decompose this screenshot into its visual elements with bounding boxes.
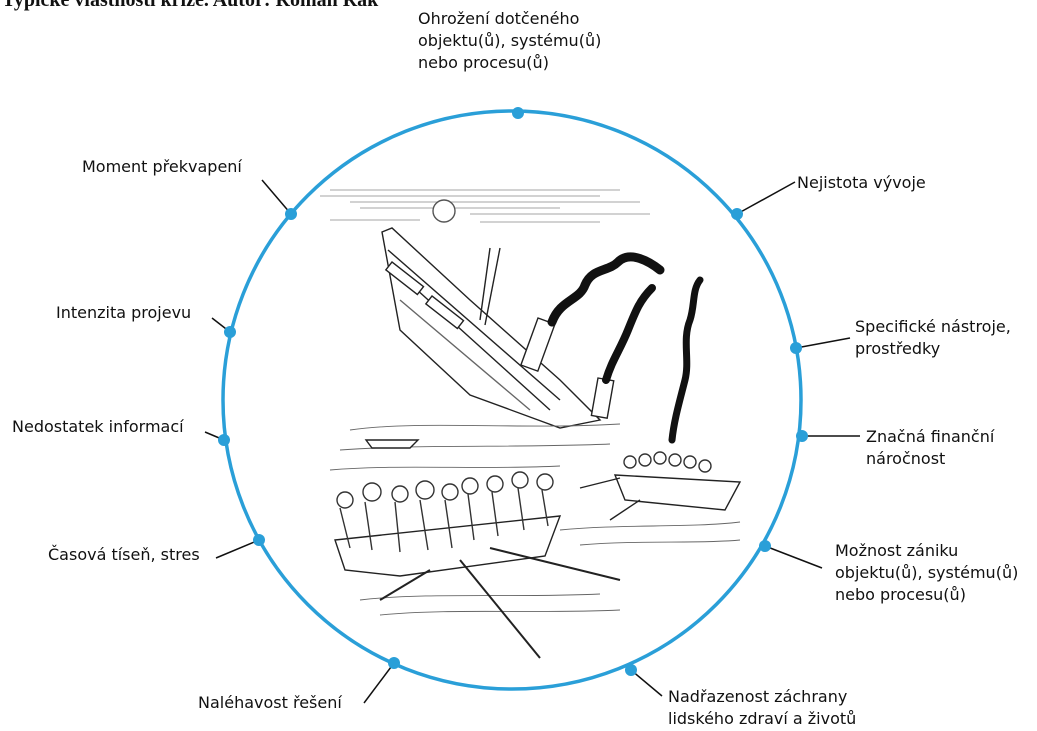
label-finance: Značná finanční náročnost [866,427,995,468]
right-lifeboat [613,474,742,511]
leader-surprise [261,179,292,215]
dot-urgency [388,657,400,669]
dot-intensity [224,326,236,338]
label-rescue: Nadřazenost záchrany lidského zdraví a ž… [668,687,857,728]
leader-demise [764,545,823,569]
leader-rescue [630,669,663,697]
leader-tools [795,337,851,349]
smoke-2 [668,276,704,444]
sky-hatching [320,189,650,223]
label-urgency: Naléhavost řešení [198,693,342,712]
label-info: Nedostatek informací [12,417,184,436]
dot-uncertainty [731,208,743,220]
leader-time [215,539,260,559]
marker-dots [218,107,808,676]
label-uncertainty: Nejistota vývoje [797,173,926,192]
dot-top [512,107,524,119]
crisis-circle [221,109,803,691]
smoke-1 [547,252,665,327]
dot-demise [759,540,771,552]
moon [432,199,456,223]
ship-hull [381,227,602,429]
label-tools: Specifické nástroje, prostředky [855,317,1011,358]
dot-tools [790,342,802,354]
leader-urgency [363,662,395,704]
label-surprise: Moment překvapení [82,157,242,176]
funnel-1 [520,317,556,373]
sinking-ship-illustration [320,189,742,659]
dot-rescue [625,664,637,676]
dot-time [253,534,265,546]
label-intensity: Intenzita projevu [56,303,192,322]
leader-lines [204,179,860,704]
dot-surprise [285,208,297,220]
leader-uncertainty [736,181,796,215]
distant-lifeboat [364,439,420,449]
dot-info [218,434,230,446]
label-demise: Možnost zániku objektu(ů), systému(ů) ne… [835,541,1019,604]
funnel-2 [590,377,615,420]
dot-finance [796,430,808,442]
label-threat: Ohrožení dotčeného objektu(ů), systému(ů… [418,9,602,72]
label-time: Časová tíseň, stres [48,545,200,564]
figure-caption: Typické vlastnosti krize. Autor: Roman R… [2,0,379,11]
